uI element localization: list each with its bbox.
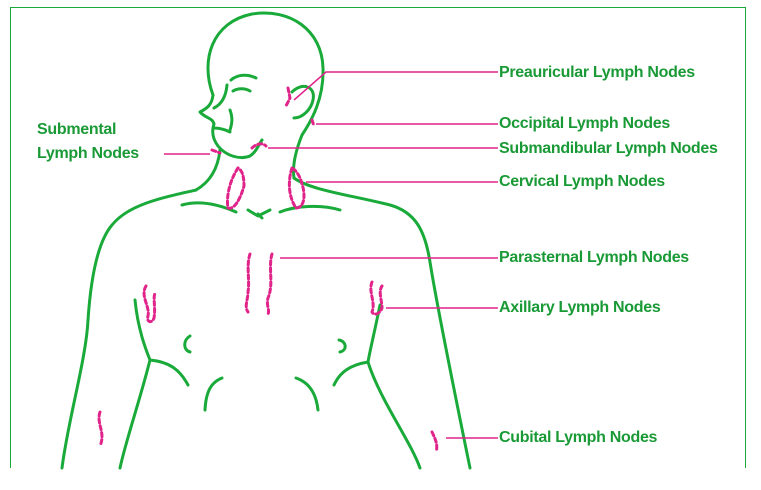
body-outline — [62, 13, 470, 468]
preauricular-nodes — [286, 88, 290, 106]
label-axillary: Axillary Lymph Nodes — [499, 298, 660, 318]
label-cervical: Cervical Lymph Nodes — [499, 172, 665, 192]
parasternal-nodes-left — [246, 254, 250, 312]
cubital-nodes-right — [432, 432, 437, 452]
label-preauricular: Preauricular Lymph Nodes — [499, 63, 695, 83]
lymph-node-clusters — [99, 88, 437, 452]
occipital-nodes — [312, 120, 314, 126]
cervical-nodes-left — [227, 168, 244, 208]
label-parasternal: Parasternal Lymph Nodes — [499, 248, 689, 268]
cervical-nodes-right — [289, 168, 304, 208]
parasternal-nodes-right — [267, 254, 272, 314]
axillary-nodes-left — [144, 286, 156, 322]
label-submandibular: Submandibular Lymph Nodes — [499, 139, 718, 159]
axillary-nodes-right — [371, 282, 382, 314]
cubital-nodes-left — [99, 412, 102, 446]
label-submental-line1: Submental — [37, 120, 116, 140]
leader-preauricular — [294, 72, 498, 100]
label-occipital: Occipital Lymph Nodes — [499, 114, 670, 134]
label-cubital: Cubital Lymph Nodes — [499, 428, 657, 448]
label-submental-line2: Lymph Nodes — [37, 144, 139, 164]
